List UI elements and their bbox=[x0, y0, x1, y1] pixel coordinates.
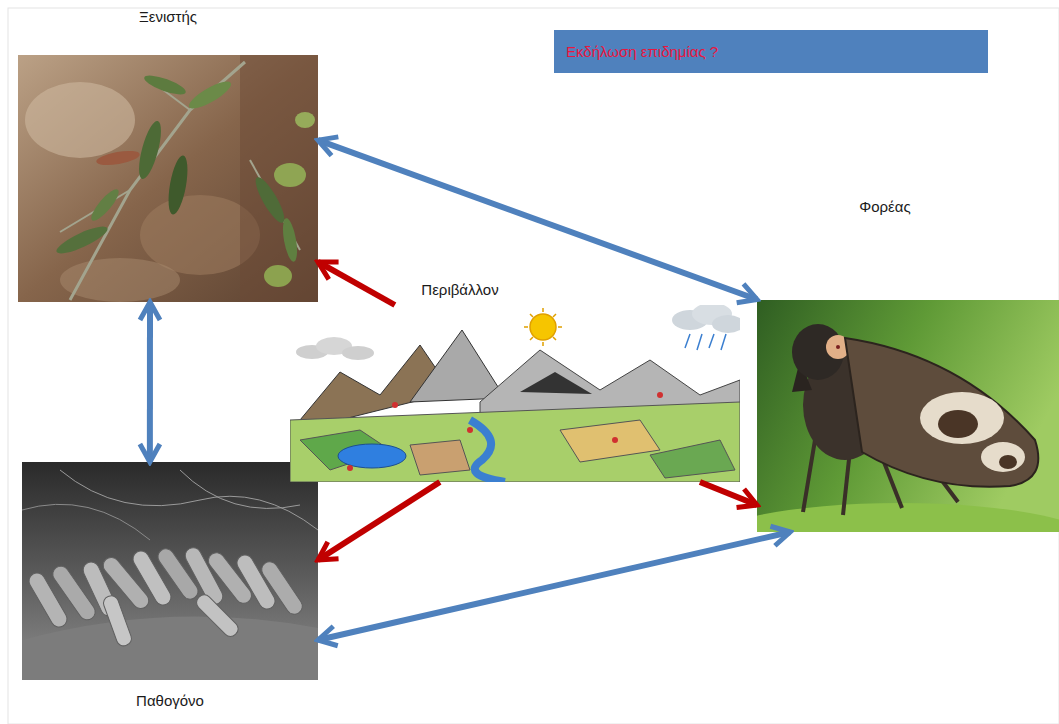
landscape-drawing-part bbox=[347, 465, 353, 471]
landscape-drawing-part bbox=[524, 308, 562, 346]
node-label: Περιβάλλον bbox=[421, 281, 498, 299]
olive-photo-part bbox=[25, 82, 135, 158]
bacteria-micrograph-part bbox=[194, 592, 241, 639]
olive-photo-part bbox=[88, 186, 123, 224]
insect-photo-part bbox=[920, 392, 1004, 444]
olive-photo-part bbox=[142, 72, 187, 98]
olive-photo-part bbox=[274, 163, 306, 187]
landscape-drawing-part bbox=[657, 392, 663, 398]
olive-photo-part bbox=[135, 119, 166, 181]
landscape-drawing-part bbox=[342, 346, 374, 360]
title-banner: Εκδήλωση επιδημίας ? bbox=[554, 30, 988, 73]
bacteria-micrograph-part bbox=[60, 470, 318, 530]
landscape-drawing-part bbox=[290, 305, 740, 482]
landscape-drawing bbox=[290, 305, 740, 482]
olive-photo-part bbox=[264, 265, 292, 287]
insect-photo-part bbox=[757, 300, 1059, 532]
insect-photo-part bbox=[999, 455, 1017, 469]
insect-photo-part bbox=[803, 440, 815, 512]
landscape-drawing-part bbox=[290, 402, 740, 482]
title-text: Εκδήλωση επιδημίας ? bbox=[566, 43, 718, 60]
link-arrow bbox=[318, 140, 757, 299]
olive-photo-part bbox=[295, 112, 315, 128]
olive-photo-part bbox=[240, 55, 318, 302]
olive-photo-part bbox=[18, 55, 318, 302]
link-arrow bbox=[700, 482, 757, 505]
figure-node: Περιβάλλον bbox=[290, 305, 740, 482]
olive-photo-part bbox=[60, 258, 180, 302]
link-arrow bbox=[318, 262, 395, 305]
landscape-drawing-part bbox=[410, 440, 470, 475]
landscape-drawing-part bbox=[470, 420, 505, 482]
link-arrow bbox=[318, 482, 440, 560]
olive-photo-part bbox=[70, 62, 245, 300]
insect-photo-part bbox=[981, 442, 1025, 472]
olive-photo-part bbox=[165, 154, 191, 216]
olive-photo-part bbox=[186, 77, 235, 113]
olive-photo-part bbox=[95, 148, 140, 167]
node-label: Φορέας bbox=[859, 198, 910, 216]
landscape-drawing-part bbox=[530, 314, 556, 340]
insect-photo-part bbox=[836, 345, 840, 349]
link-arrow bbox=[147, 302, 153, 462]
olive-photo-part bbox=[280, 217, 299, 262]
landscape-drawing-part bbox=[612, 437, 618, 443]
landscape-drawing-part bbox=[712, 315, 740, 333]
node-label: Παθογόνο bbox=[136, 692, 204, 710]
link-arrow bbox=[318, 532, 790, 640]
bacteria-micrograph-part bbox=[22, 462, 318, 680]
bacteria-micrograph-part bbox=[259, 559, 306, 618]
landscape-drawing-part bbox=[560, 420, 660, 462]
landscape-drawing-part bbox=[685, 334, 726, 350]
landscape-drawing-part bbox=[392, 402, 398, 408]
bacteria-micrograph-part bbox=[180, 470, 300, 508]
figure-node: Φορέας bbox=[757, 195, 1059, 532]
figure-node: Ξενιστής bbox=[18, 5, 318, 302]
bacteria-micrograph-part bbox=[22, 616, 318, 680]
olive-photo-part bbox=[54, 222, 111, 258]
bacteria-micrograph-part bbox=[102, 594, 134, 648]
insect-photo-part bbox=[845, 338, 1038, 487]
insect-photo-part bbox=[938, 410, 978, 438]
figure-node: Παθογόνο bbox=[22, 462, 318, 712]
bacteria-micrograph bbox=[22, 462, 318, 680]
insect-photo bbox=[757, 300, 1059, 532]
landscape-drawing-part bbox=[520, 372, 592, 394]
landscape-drawing-part bbox=[338, 444, 406, 468]
olive-photo bbox=[18, 55, 318, 302]
frame bbox=[8, 8, 1059, 724]
landscape-drawing-part bbox=[650, 440, 735, 478]
node-label: Ξενιστής bbox=[139, 8, 197, 26]
landscape-drawing-part bbox=[467, 427, 473, 433]
bacteria-micrograph-part bbox=[22, 504, 150, 540]
landscape-drawing-part bbox=[410, 330, 505, 402]
